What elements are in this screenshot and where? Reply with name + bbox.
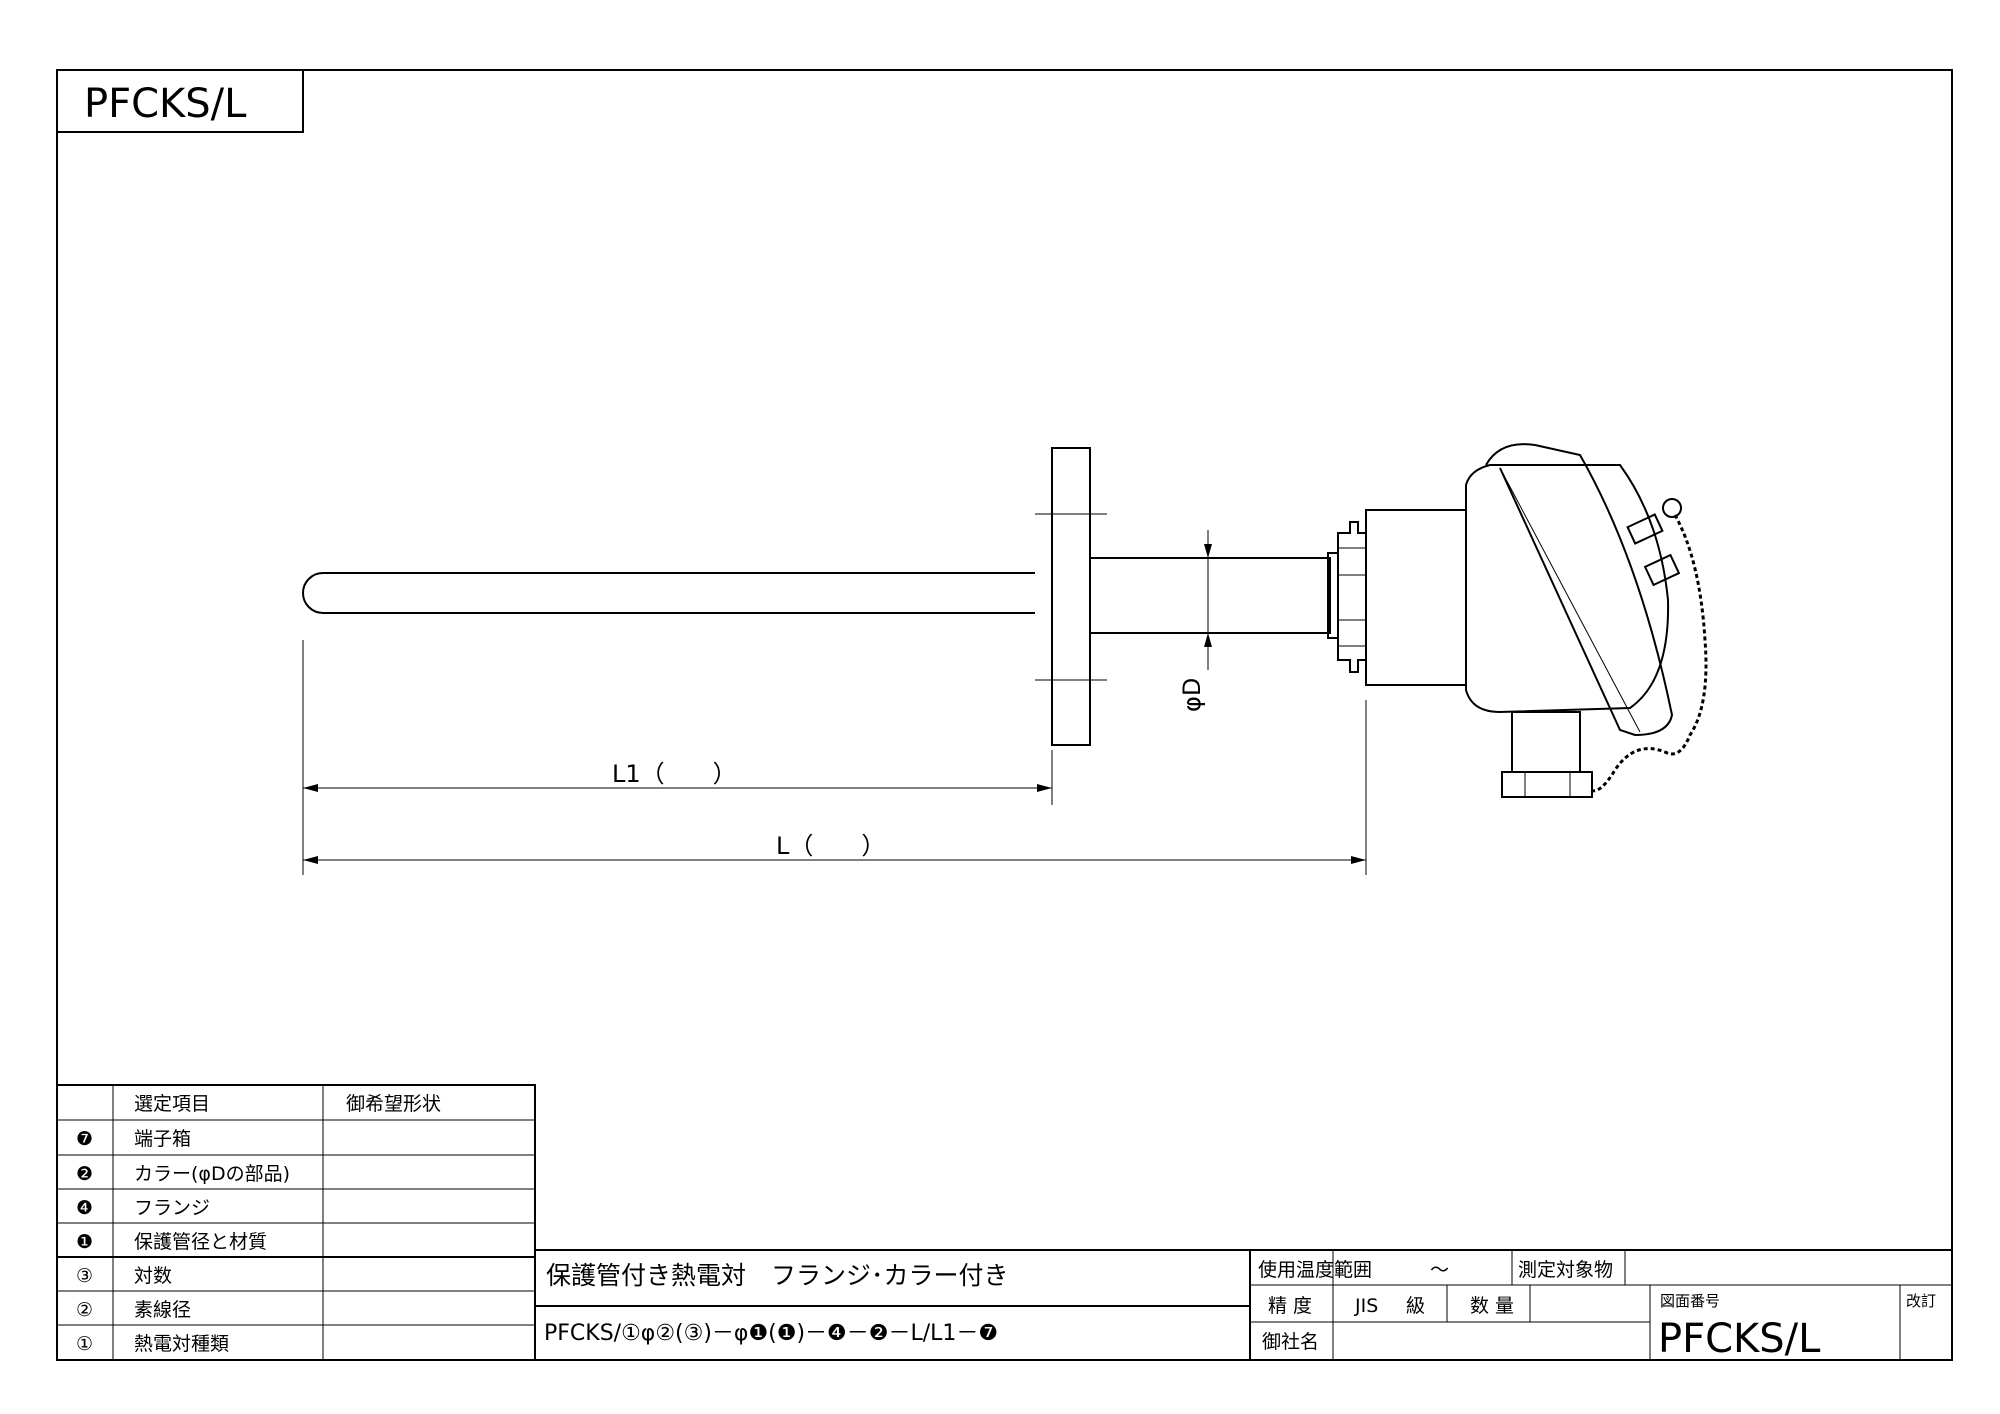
spec-area [1249,1249,1953,1361]
dimension-lines: L1（ ） L（ ） φD [302,530,1367,875]
sel-row-item: 熱電対種類 [134,1333,229,1355]
accuracy-class: 級 [1406,1295,1425,1317]
title-block: 保護管付き熱電対 フランジ･カラー付き PFCKS/①φ②(③)－φ❶(❶)－❹… [534,1249,1953,1362]
dim-l1-label: L1（ ） [612,760,737,788]
dim-phid-arrow-top [1204,544,1212,558]
sel-row-mark: ❹ [76,1197,93,1219]
sel-row-mark: ❶ [76,1231,93,1253]
revision-label: 改訂 [1906,1292,1936,1310]
drawing-border [56,69,1953,1361]
sel-row-item: カラー(φDの部品) [134,1163,290,1185]
terminal-neck [1365,509,1467,686]
hex-body [1337,521,1367,673]
collar [1089,557,1331,634]
thermocouple-assembly [302,443,1708,798]
dim-l-arrow-left [303,856,318,864]
temp-range-value: ～ [1430,1259,1449,1281]
cover-screw-boss-2 [1643,553,1681,587]
dim-phid-arrow-bottom [1204,633,1212,647]
sel-row-mark: ❼ [76,1128,93,1150]
cover-screw-boss [1626,513,1664,545]
cover-edge [1499,467,1641,733]
model-code: PFCKS/①φ②(③)－φ❶(❶)－❹－❷－L/L1－❼ [544,1321,998,1346]
selection-table: 選定項目 御希望形状 ❼ 端子箱 ❷ カラー(φDの部品) ❹ フランジ ❶ 保… [56,1084,536,1361]
sel-row-mark: ③ [76,1265,93,1287]
dim-l1-arrow-left [303,784,318,792]
temp-range-label: 使用温度範囲 [1258,1259,1372,1281]
customer-label: 御社名 [1262,1331,1319,1353]
chain [1589,514,1708,793]
dim-l-label: L（ ） [776,832,885,860]
drawing-number: PFCKS/L [1658,1316,1821,1362]
accuracy-jis: JIS [1354,1295,1378,1317]
product-name: 保護管付き熱電対 フランジ･カラー付き [546,1261,1009,1290]
dim-phid-label: φD [1178,678,1206,712]
sel-row-item: フランジ [134,1197,210,1219]
accuracy-label: 精 度 [1268,1295,1312,1317]
quantity-label: 数 量 [1470,1295,1514,1317]
protection-tube [302,572,1035,614]
cable-gland [1511,711,1581,773]
gland-nut [1501,771,1593,798]
sel-row-mark: ② [76,1299,93,1321]
terminal-cover [1485,443,1674,737]
dim-l-arrow-right [1351,856,1366,864]
title-box [56,69,304,133]
dim-l1-arrow-right [1037,784,1052,792]
knob [1662,498,1682,518]
sel-row-mark: ① [76,1333,93,1355]
sel-header-item: 選定項目 [134,1093,210,1115]
flange [1051,447,1091,746]
terminal-head [1465,464,1670,714]
sel-row-item: 保護管径と材質 [134,1231,267,1253]
drawing-number-label: 図面番号 [1660,1292,1720,1310]
sel-row-item: 対数 [134,1265,172,1287]
sel-row-item: 素線径 [134,1299,191,1321]
sel-row-mark: ❷ [76,1163,93,1185]
sel-row-item: 端子箱 [134,1128,191,1150]
sel-header-desired: 御希望形状 [346,1093,441,1115]
title-box-label: PFCKS/L [84,81,247,127]
measured-object-label: 測定対象物 [1518,1259,1613,1281]
